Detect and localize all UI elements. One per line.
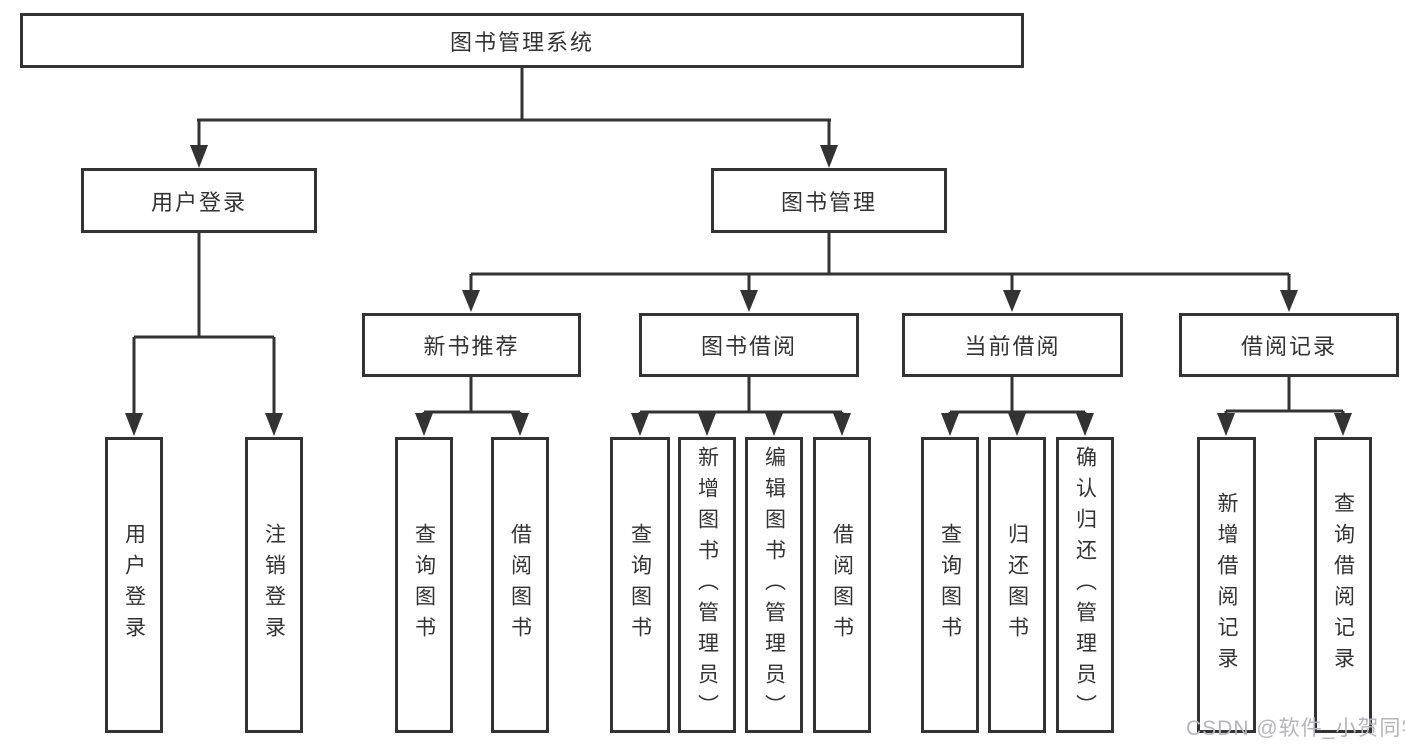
node-user-login: 用户登录 [81, 168, 317, 233]
leaf-record-add-label: 新增借阅记录 [1215, 492, 1238, 678]
leaf-newbook-borrow: 借阅图书 [491, 437, 549, 733]
connector-borrow-record-to-leaves [1224, 377, 1345, 417]
node-borrow-record: 借阅记录 [1179, 313, 1399, 377]
node-new-book-recommend: 新书推荐 [362, 313, 581, 377]
connector-user-login-to-leaves [132, 233, 276, 416]
leaf-logout-label: 注销登录 [262, 523, 286, 647]
node-root-label: 图书管理系统 [449, 29, 594, 55]
leaf-borrow-book-label: 借阅图书 [830, 523, 854, 647]
node-current-borrow: 当前借阅 [902, 313, 1123, 377]
connector-new-book-to-leaves [422, 377, 522, 417]
node-user-login-label: 用户登录 [150, 189, 247, 215]
leaf-borrow-book: 借阅图书 [813, 437, 871, 733]
csdn-watermark: CSDN @软件_小贺同学 [1186, 717, 1405, 740]
node-book-borrow: 图书借阅 [639, 313, 859, 377]
connector-book-borrow-to-leaves [638, 377, 844, 417]
node-borrow-record-label: 借阅记录 [1240, 334, 1337, 359]
leaf-current-return-label: 归还图书 [1005, 523, 1029, 647]
leaf-newbook-query: 查询图书 [395, 437, 453, 733]
node-book-management: 图书管理 [711, 168, 947, 233]
leaf-user-login: 用户登录 [105, 437, 163, 733]
leaf-current-confirm-return-label: 确认归还（管理员） [1073, 445, 1097, 725]
node-current-borrow-label: 当前借阅 [964, 334, 1061, 359]
connector-root-to-branches [197, 68, 831, 148]
node-new-book-recommend-label: 新书推荐 [423, 334, 520, 359]
leaf-borrow-query: 查询图书 [610, 437, 670, 733]
connector-book-management-to-groups [469, 233, 1291, 292]
leaf-newbook-borrow-label: 借阅图书 [508, 523, 532, 647]
node-book-borrow-label: 图书借阅 [700, 334, 797, 359]
leaf-record-query-label: 查询借阅记录 [1331, 492, 1355, 678]
leaf-current-query: 查询图书 [921, 437, 979, 733]
leaf-current-return: 归还图书 [988, 437, 1046, 733]
leaf-current-confirm-return: 确认归还（管理员） [1056, 437, 1114, 733]
arrowheads [125, 145, 1352, 436]
leaf-current-query-label: 查询图书 [938, 523, 962, 647]
leaf-newbook-query-label: 查询图书 [412, 523, 436, 647]
leaf-borrow-add-book-label: 新增图书（管理员） [695, 445, 719, 725]
leaf-logout: 注销登录 [245, 437, 303, 733]
leaf-borrow-edit-book: 编辑图书（管理员） [745, 437, 803, 733]
leaf-borrow-edit-book-label: 编辑图书（管理员） [762, 445, 786, 725]
leaf-record-add: 新增借阅记录 [1197, 437, 1256, 733]
node-root: 图书管理系统 [20, 13, 1024, 68]
leaf-user-login-label: 用户登录 [122, 523, 146, 647]
node-book-management-label: 图书管理 [780, 189, 877, 215]
leaf-borrow-add-book: 新增图书（管理员） [678, 437, 736, 733]
leaf-borrow-query-label: 查询图书 [628, 523, 652, 647]
leaf-record-query: 查询借阅记录 [1314, 437, 1372, 733]
connector-current-borrow-to-leaves [948, 377, 1087, 417]
